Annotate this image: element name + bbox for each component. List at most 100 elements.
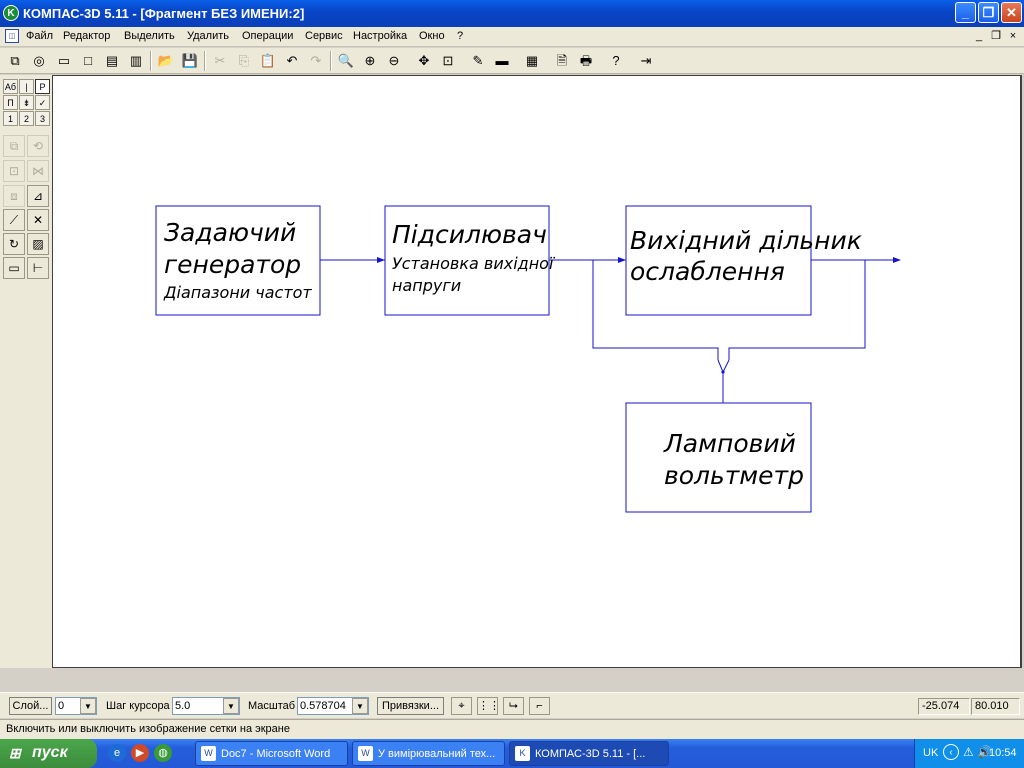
tray-expand-icon[interactable]: ‹ [943,744,959,760]
move-icon[interactable]: ⧉ [3,135,25,157]
new-text-doc-icon[interactable]: ▤ [105,53,119,68]
paste-icon[interactable]: 📋 [259,53,277,68]
panel-tab-1[interactable]: 1 [3,111,18,126]
ortho-mode-icon[interactable]: ⌐ [529,697,550,715]
amplifier-subtitle-2: напруги [392,276,461,295]
scale-label: Масштаб [248,700,296,712]
menu-settings[interactable]: Настройка [353,30,408,42]
messenger-icon[interactable]: ◍ [154,744,172,762]
panel-tab-edit[interactable]: П [3,95,18,110]
calculator-icon[interactable]: ▦ [525,53,539,68]
new-fragment-icon[interactable]: □ [84,53,92,68]
volume-icon[interactable]: 🔊 [977,745,992,759]
new-spec-icon[interactable]: ▥ [129,53,143,68]
maximize-button[interactable]: ❐ [978,2,999,23]
ie-icon[interactable]: e [108,744,126,762]
snap-button[interactable]: Привязки... [377,697,444,715]
doc-restore-button[interactable]: ❐ [991,30,1001,42]
arrow-head [893,257,901,263]
windows-taskbar: ⊞ пуск e ▶ ◍ W Doc7 - Microsoft Word W У… [0,739,1024,768]
arrow-head [618,257,626,263]
menu-operations[interactable]: Операции [242,30,294,42]
doc-close-button[interactable]: × [1009,30,1017,42]
doc-minimize-button[interactable]: _ [975,30,983,42]
save-icon[interactable]: 💾 [181,53,199,68]
grid-toggle-icon[interactable]: ⋮⋮ [477,697,500,715]
print-preview-icon[interactable]: 🗎 [556,53,568,68]
local-cs-icon[interactable]: ⮡ [503,697,524,715]
hint-text: Включить или выключить изображение сетки… [6,723,290,735]
redo-icon[interactable]: ↷ [310,53,322,68]
rotate-copy-icon[interactable]: ↻ [3,233,25,255]
chevron-down-icon[interactable]: ▼ [352,698,368,714]
panel-tab-sizes[interactable]: |↔| [19,79,34,106]
toolbar-separator [150,51,152,71]
generator-subtitle: Діапазони частот [163,283,312,302]
close-button[interactable]: ✕ [1001,2,1022,23]
clock[interactable]: 10:54 [989,747,1017,759]
connector-line [592,260,719,360]
new-assembly-icon[interactable]: ◎ [33,53,45,68]
refresh-icon[interactable]: ✎ [472,53,484,68]
network-icon[interactable]: ⚠ [963,745,974,759]
zoom-out-icon[interactable]: ⊖ [388,53,400,68]
window-title: КОМПАС-3D 5.11 - [Фрагмент БЕЗ ИМЕНИ:2] [23,6,305,21]
deform-icon[interactable]: ⊿ [27,185,49,207]
coord-x-readout: -25.074 [918,698,970,715]
help-pointer-icon[interactable]: ? [612,53,620,68]
minimize-button[interactable]: _ [955,2,976,23]
zoom-in-icon[interactable]: ⊕ [364,53,376,68]
drawing-canvas[interactable]: Задаючий генератор Діапазони частот Підс… [52,75,1022,668]
hatch-icon[interactable]: ▨ [27,233,49,255]
snap-settings-icon[interactable]: ⌖ [451,697,472,715]
panel-tab-geometry[interactable]: P [35,79,50,94]
rectangle-tool-icon[interactable]: ▭ [3,257,25,279]
panel-tab-3[interactable]: 3 [35,111,50,126]
panel-tab-params[interactable]: ⇟ [19,95,34,110]
pan-icon[interactable]: ✥ [418,53,430,68]
scale-field[interactable]: 0.578704 [297,697,369,715]
task-word-doc7[interactable]: W Doc7 - Microsoft Word [195,741,348,766]
menu-service[interactable]: Сервис [305,30,343,42]
word-icon: W [201,746,216,761]
chevron-down-icon[interactable]: ▼ [223,698,239,714]
open-folder-icon[interactable]: 📂 [157,53,175,68]
menu-window[interactable]: Окно [419,30,445,42]
zoom-all-icon[interactable]: ⊡ [442,53,454,68]
menu-editor[interactable]: Редактор [63,30,111,42]
cut-icon[interactable]: ✂ [214,53,226,68]
split-icon[interactable]: ✕ [27,209,49,231]
copy-objects-icon[interactable]: ⧈ [3,185,25,207]
new-part-icon[interactable]: ⧉ [10,53,20,68]
grid-view-icon[interactable]: ▬ [495,53,509,68]
language-indicator[interactable]: UK [923,747,939,759]
menu-select[interactable]: Выделить [124,30,175,42]
kompas-app-icon[interactable]: K [3,5,19,21]
new-drawing-icon[interactable]: ▭ [57,53,71,68]
panel-tab-dimensions[interactable]: Аб [3,79,18,94]
trim-icon[interactable]: ⟋ [3,209,25,231]
undo-icon[interactable]: ↶ [286,53,298,68]
print-icon[interactable]: 🖶 [579,53,593,68]
zoom-window-icon[interactable]: 🔍 [337,53,355,68]
document-icon[interactable]: ◫ [5,29,19,43]
break-tool-icon[interactable]: ⊢ [27,257,49,279]
media-player-icon[interactable]: ▶ [131,744,149,762]
mirror-icon[interactable]: ⋈ [27,160,49,182]
panel-tab-2[interactable]: 2 [19,111,34,126]
task-word-doc[interactable]: W У вимірювальний тех... [352,741,505,766]
exit-icon[interactable]: ⇥ [640,53,652,68]
rotate-icon[interactable]: ⟲ [27,135,49,157]
menu-help[interactable]: ? [457,30,464,42]
task-kompas[interactable]: K КОМПАС-3D 5.11 - [... [509,741,669,766]
menu-delete[interactable]: Удалить [187,30,229,42]
menu-file[interactable]: Файл [26,30,54,42]
voltmeter-title-1: Ламповий [663,429,796,458]
panel-tab-measure[interactable]: ✓ [35,95,50,110]
layer-button[interactable]: Слой... [9,697,52,715]
start-button[interactable]: ⊞ пуск [0,739,97,768]
copy-icon[interactable]: ⎘ [238,53,250,68]
generator-title-1: Задаючий [164,218,296,247]
chevron-down-icon[interactable]: ▼ [80,698,96,714]
scale-icon[interactable]: ⊡ [3,160,25,182]
